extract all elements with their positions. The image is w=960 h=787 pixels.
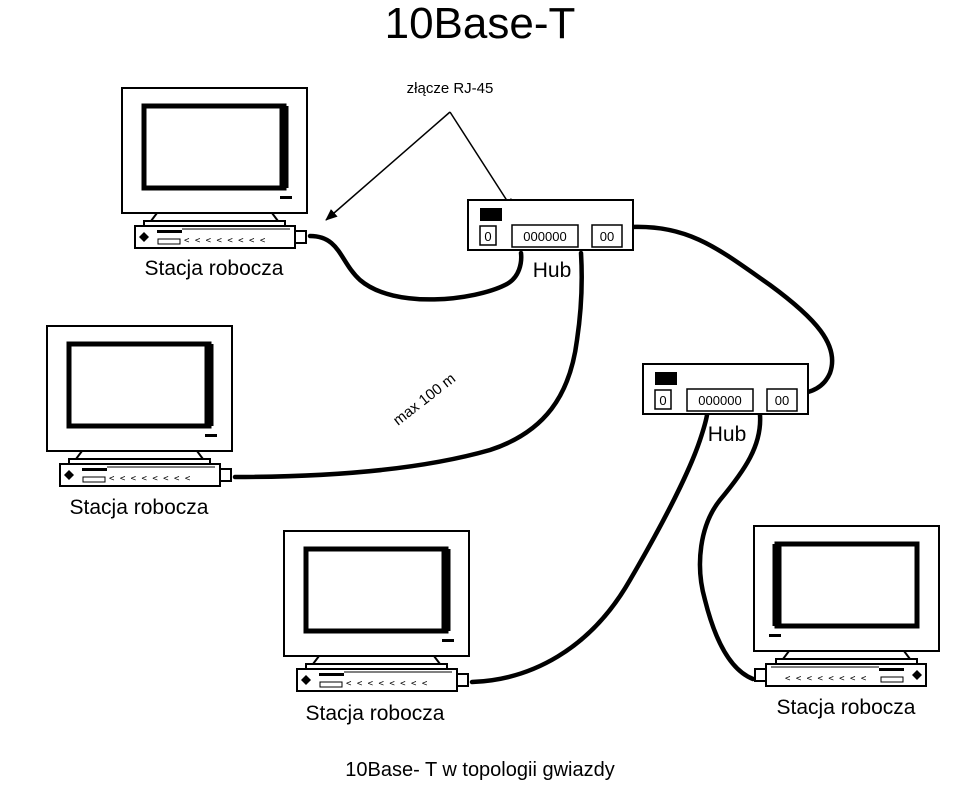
cable-ws1-hub1 xyxy=(307,233,524,302)
workstation-3: < < < < < < < < xyxy=(284,531,469,691)
workstation-2-label: Stacja robocza xyxy=(70,496,209,519)
diagram-title: 10Base-T xyxy=(385,0,576,48)
workstation-3-label: Stacja robocza xyxy=(306,702,445,725)
hub-2: 0 000000 00 xyxy=(642,363,809,415)
distance-label: max 100 m xyxy=(390,370,459,429)
workstation-1-keyboard: < < < < < < < < xyxy=(184,236,266,246)
rj45-arrow-icon xyxy=(325,111,514,221)
computer-monitor-icon xyxy=(122,88,307,248)
cable-hub1-hub2 xyxy=(629,224,835,395)
hub-2-port-left: 0 xyxy=(659,393,666,408)
workstation-1: < < < < < < < < xyxy=(122,88,307,248)
hub-1-port-left: 0 xyxy=(484,229,491,244)
connector-label: złącze RJ-45 xyxy=(407,80,494,97)
computer-monitor-icon xyxy=(754,526,939,686)
arrow-to-workstation xyxy=(325,111,451,221)
computer-monitor-icon xyxy=(47,326,232,486)
cable-ws3-hub2 xyxy=(469,412,710,685)
hub-2-label: Hub xyxy=(708,423,747,446)
hub-1-ports-mid: 000000 xyxy=(523,229,566,244)
workstation-4-label: Stacja robocza xyxy=(777,696,916,719)
hub-1-label: Hub xyxy=(533,259,572,282)
workstation-4 xyxy=(754,526,939,686)
hub-1: 0 000000 00 xyxy=(467,199,634,251)
hub-2-ports-mid: 000000 xyxy=(698,393,741,408)
cable-ws2-hub1 xyxy=(232,250,585,480)
workstation-2-keyboard: < < < < < < < < xyxy=(109,474,191,484)
hub-1-ports-right: 00 xyxy=(600,229,614,244)
workstation-4-keyboard: < < < < < < < < xyxy=(785,674,867,684)
workstation-1-label: Stacja robocza xyxy=(145,257,284,280)
diagram-caption: 10Base- T w topologii gwiazdy xyxy=(345,759,614,781)
arrow-to-hub xyxy=(449,111,514,211)
hub-2-ports-right: 00 xyxy=(775,393,789,408)
workstation-3-keyboard: < < < < < < < < xyxy=(346,679,428,689)
cables xyxy=(232,224,835,685)
computer-monitor-icon xyxy=(284,531,469,691)
workstation-2: < < < < < < < < xyxy=(47,326,232,486)
cable-ws4-hub2 xyxy=(697,412,763,682)
